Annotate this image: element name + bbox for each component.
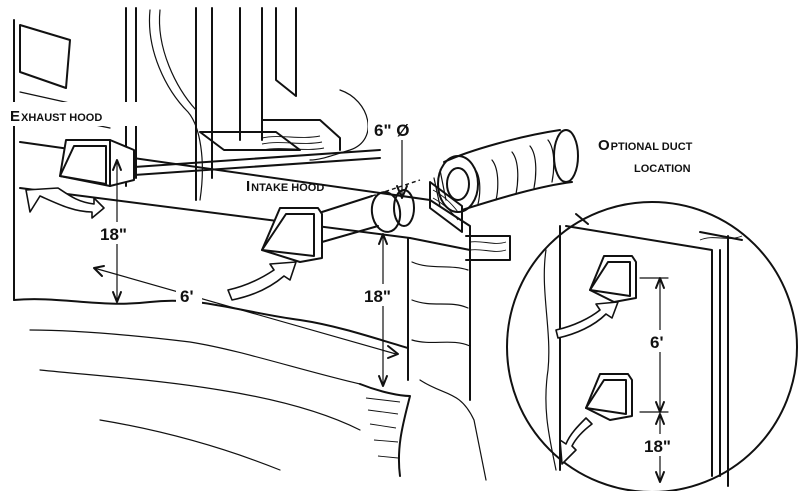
optional-duct-label-line2: LOCATION	[634, 163, 691, 175]
optional-duct-label-line1: OPTIONAL DUCT	[598, 137, 693, 154]
optional-label-cap: O	[598, 137, 610, 154]
separation-bg	[176, 284, 202, 306]
duct-label-bg	[368, 118, 440, 140]
inset-separation-bg	[646, 330, 674, 352]
duct	[321, 129, 579, 243]
inset-intake-arrow	[555, 301, 619, 339]
intake-height-bg	[360, 284, 406, 306]
intake-hood	[227, 207, 323, 301]
optional-label-rest-1: PTIONAL DUCT	[611, 141, 693, 153]
exhaust-airflow-arrow	[25, 187, 105, 219]
labels: EXHAUST HOOD INTAKE HOOD 6" Ø OPTIONAL D…	[6, 102, 693, 456]
intake-height-dimension: 18"	[364, 287, 391, 306]
duct-diameter-label: 6" Ø	[374, 121, 409, 140]
intake-airflow-arrow	[227, 261, 297, 301]
inset-height-bg	[642, 434, 686, 456]
exhaust-height-dimension: 18"	[100, 225, 127, 244]
rim-joist	[13, 141, 511, 481]
exhaust-height-bg	[98, 222, 140, 244]
optional-duct-inset	[506, 201, 798, 493]
house-framing	[13, 7, 381, 301]
exhaust-label-bg	[6, 102, 146, 126]
inset-height-dimension: 18"	[644, 437, 671, 456]
intake-hood-label: INTAKE HOOD	[246, 178, 324, 195]
intake-hood-label-cap: I	[246, 178, 250, 195]
exhaust-hood-label-rest: XHAUST HOOD	[21, 112, 102, 124]
exhaust-hood-label-cap: E	[10, 108, 20, 125]
hood-separation-dimension: 6'	[180, 287, 194, 306]
dimension-lines	[93, 139, 408, 387]
exhaust-hood	[25, 139, 135, 219]
inset-separation-dimension: 6'	[650, 333, 664, 352]
inset-exhaust-arrow	[559, 417, 593, 465]
intake-hood-label-rest: NTAKE HOOD	[251, 182, 324, 194]
exhaust-hood-label: EXHAUST HOOD	[10, 108, 102, 125]
